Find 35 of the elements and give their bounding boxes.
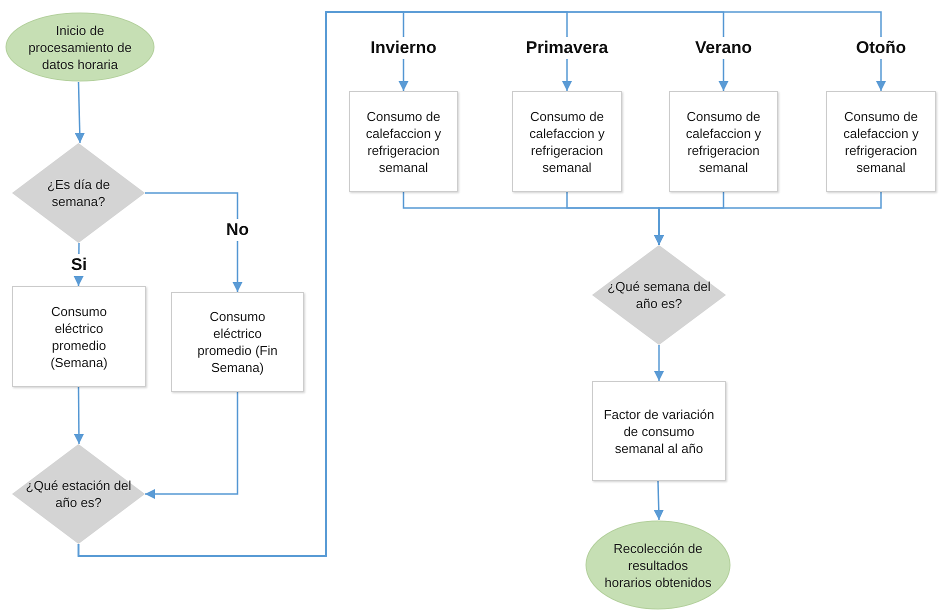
node-text: Recolección de resultados horarios obtenidos	[604, 540, 712, 590]
arrow	[145, 192, 242, 292]
process-box	[512, 91, 622, 192]
decision-text: ¿Es día de semana?	[46, 176, 111, 210]
decision-diamond	[592, 245, 726, 345]
decision-text: ¿Qué semana del año es?	[606, 278, 712, 312]
node-text: Consumo de calefaccion y refrigeracion semanal	[842, 108, 920, 176]
process-box	[349, 91, 458, 192]
arrow	[145, 392, 238, 499]
node-text: Inicio de procesamiento de datos horaria	[27, 22, 133, 72]
decision-text: ¿Qué estación del año es?	[24, 477, 132, 511]
node-text: Factor de variación de consumo semanal al año	[602, 406, 716, 456]
decision-diamond	[12, 143, 145, 243]
edge-label: Otoño	[854, 37, 908, 59]
process-box	[826, 91, 936, 192]
terminal-ellipse	[5, 12, 155, 82]
node-text: Consumo eléctrico promedio (Fin Semana)	[196, 308, 279, 376]
node-text: Consumo de calefaccion y refrigeracion semanal	[364, 108, 442, 176]
node-text: Consumo de calefaccion y refrigeracion semanal	[684, 108, 762, 176]
process-box	[669, 91, 778, 192]
process-box	[171, 292, 304, 392]
decision-diamond	[12, 444, 145, 544]
arrow	[654, 345, 664, 381]
edge-label: No	[224, 219, 251, 241]
process-box	[592, 381, 726, 481]
node-text: Consumo eléctrico promedio (Semana)	[49, 302, 109, 370]
arrow	[78, 11, 886, 557]
arrow	[74, 82, 85, 144]
arrow	[654, 192, 882, 245]
arrow	[74, 387, 84, 444]
edge-label: Verano	[693, 37, 754, 59]
terminal-ellipse	[585, 520, 731, 610]
process-box	[12, 286, 146, 387]
node-text: Consumo de calefaccion y refrigeracion semanal	[528, 108, 606, 176]
arrow	[654, 480, 664, 520]
